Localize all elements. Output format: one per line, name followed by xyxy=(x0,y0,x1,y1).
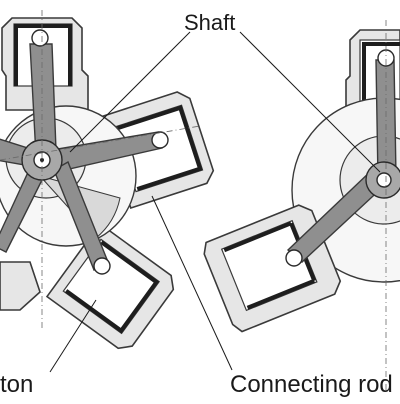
left-wrist-pin-top xyxy=(31,29,49,47)
left-lower-cylinder-housing xyxy=(0,261,41,311)
right-wrist-pin-lower xyxy=(285,249,303,267)
shaft-label: Shaft xyxy=(184,10,235,35)
left-shaft-center xyxy=(40,158,44,162)
left-wrist-pin-right xyxy=(151,131,169,149)
left-wrist-pin-bottom xyxy=(93,257,111,275)
left-right-cylinder-liner xyxy=(116,105,203,191)
left-bottom-cylinder-liner xyxy=(64,240,160,334)
connecting-rod-leader xyxy=(151,195,233,371)
left-top-cylinder-liner xyxy=(14,24,72,86)
right-shaft-pin xyxy=(376,172,392,188)
left-centerline-horizontal xyxy=(0,125,201,161)
connecting-rod-label: Connecting rod xyxy=(230,371,393,398)
shaft-leader-right xyxy=(239,31,381,173)
right-top-cylinder-liner xyxy=(362,42,400,112)
left-radial-engine xyxy=(0,10,215,350)
piston-leader xyxy=(49,299,97,373)
shaft-leader-left xyxy=(69,31,191,153)
right-engine xyxy=(203,20,400,390)
piston-label: ton xyxy=(0,371,33,398)
